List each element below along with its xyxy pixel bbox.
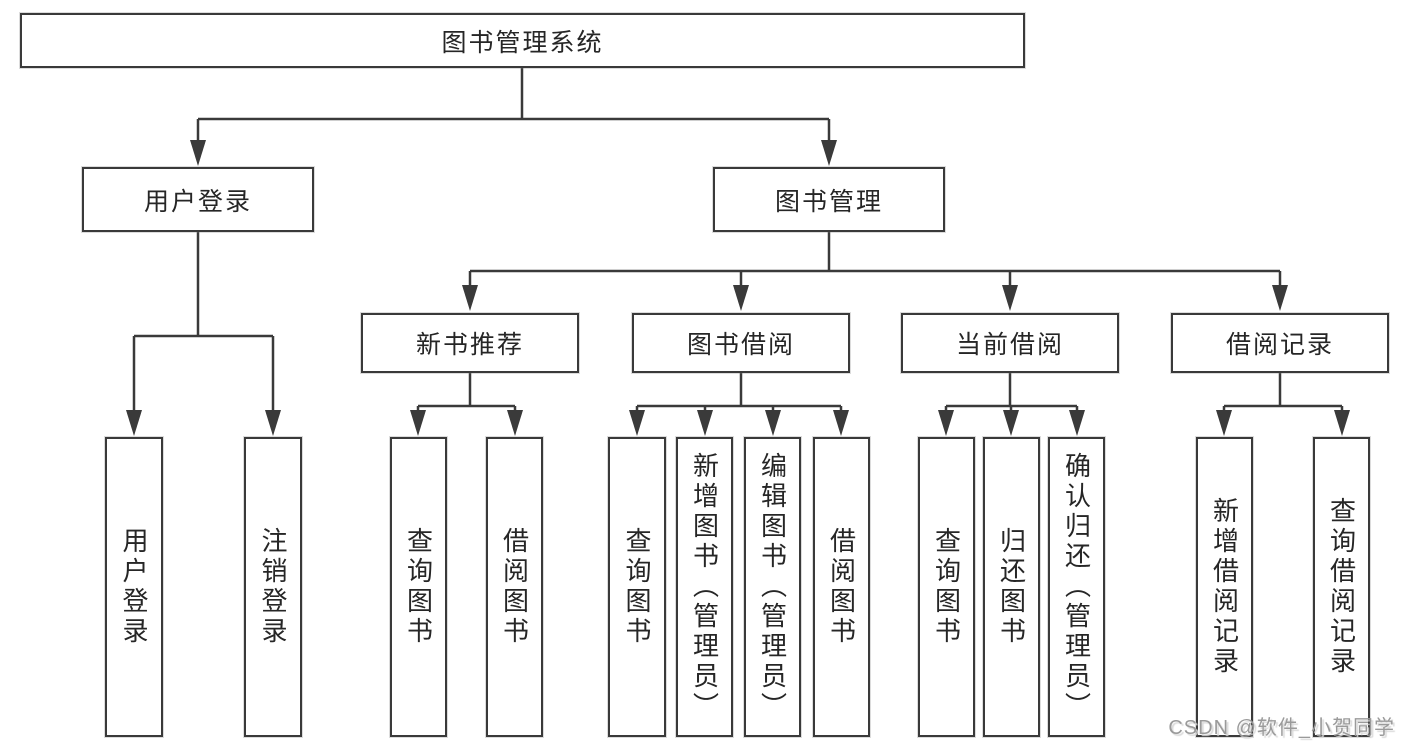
arrowhead-icon	[462, 285, 478, 311]
node-label: 图书借阅	[686, 331, 795, 359]
node-label: 借阅图书	[826, 527, 857, 647]
arrowhead-icon	[629, 410, 645, 436]
node-label: 查询图书	[403, 527, 434, 647]
arrowhead-icon	[190, 140, 206, 166]
arrowhead-icon	[1002, 285, 1018, 311]
node-label: 图书管理系统	[441, 28, 604, 57]
arrowhead-icon	[126, 410, 142, 436]
arrowhead-icon	[410, 410, 426, 436]
arrowhead-icon	[938, 410, 954, 436]
arrowhead-icon	[1216, 410, 1232, 436]
node-label: 查询图书	[931, 527, 962, 647]
node-label: 查询借阅记录	[1326, 497, 1357, 677]
leaf-logout: 注销登录	[244, 437, 302, 737]
node-label: 用户登录	[143, 187, 252, 216]
leaf-add-borrow-record: 新增借阅记录	[1196, 437, 1253, 737]
node-label: 编辑图书（管理员）	[757, 452, 788, 722]
arrowhead-icon	[765, 410, 781, 436]
arrowhead-icon	[733, 285, 749, 311]
leaf-query-books-current: 查询图书	[918, 437, 975, 737]
arrowhead-icon	[1272, 285, 1288, 311]
node-library-management-system: 图书管理系统	[20, 13, 1025, 68]
node-label: 用户登录	[119, 527, 149, 647]
node-new-book-recommend: 新书推荐	[361, 313, 579, 373]
leaf-query-books-recommend: 查询图书	[390, 437, 447, 737]
leaf-edit-books-admin: 编辑图书（管理员）	[744, 437, 801, 737]
node-label: 确认归还（管理员）	[1061, 452, 1092, 722]
arrowhead-icon	[507, 410, 523, 436]
node-label: 注销登录	[258, 527, 288, 647]
node-borrowing-records: 借阅记录	[1171, 313, 1389, 373]
node-label: 新增借阅记录	[1209, 497, 1240, 677]
leaf-query-borrow-record: 查询借阅记录	[1313, 437, 1370, 737]
node-label: 查询图书	[622, 527, 652, 647]
watermark: CSDN @软件_小贺同学	[1168, 717, 1395, 739]
arrowhead-icon	[833, 410, 849, 436]
node-label: 借阅图书	[499, 527, 530, 647]
leaf-query-books-borrowing: 查询图书	[608, 437, 666, 737]
arrowhead-icon	[265, 410, 281, 436]
connector-arrowheads	[126, 140, 1350, 436]
node-user-login: 用户登录	[82, 167, 314, 232]
node-label: 当前借阅	[955, 331, 1064, 359]
node-label: 新增图书（管理员）	[689, 452, 720, 722]
leaf-borrow-books-borrowing: 借阅图书	[813, 437, 870, 737]
connector-lines	[132, 68, 1344, 414]
leaf-add-books-admin: 新增图书（管理员）	[676, 437, 733, 737]
arrowhead-icon	[697, 410, 713, 436]
leaf-return-books: 归还图书	[983, 437, 1040, 737]
node-label: 借阅记录	[1225, 331, 1334, 359]
arrowhead-icon	[1334, 410, 1350, 436]
node-book-management: 图书管理	[713, 167, 945, 232]
arrowhead-icon	[1003, 410, 1019, 436]
leaf-borrow-books-recommend: 借阅图书	[486, 437, 543, 737]
arrowhead-icon	[1069, 410, 1085, 436]
node-book-borrowing: 图书借阅	[632, 313, 850, 373]
node-label: 归还图书	[996, 527, 1027, 647]
leaf-confirm-return-admin: 确认归还（管理员）	[1048, 437, 1105, 737]
node-label: 新书推荐	[415, 331, 524, 359]
node-current-borrowing: 当前借阅	[901, 313, 1119, 373]
node-label: 图书管理	[774, 187, 883, 216]
arrowhead-icon	[821, 140, 837, 166]
leaf-user-login: 用户登录	[105, 437, 163, 737]
